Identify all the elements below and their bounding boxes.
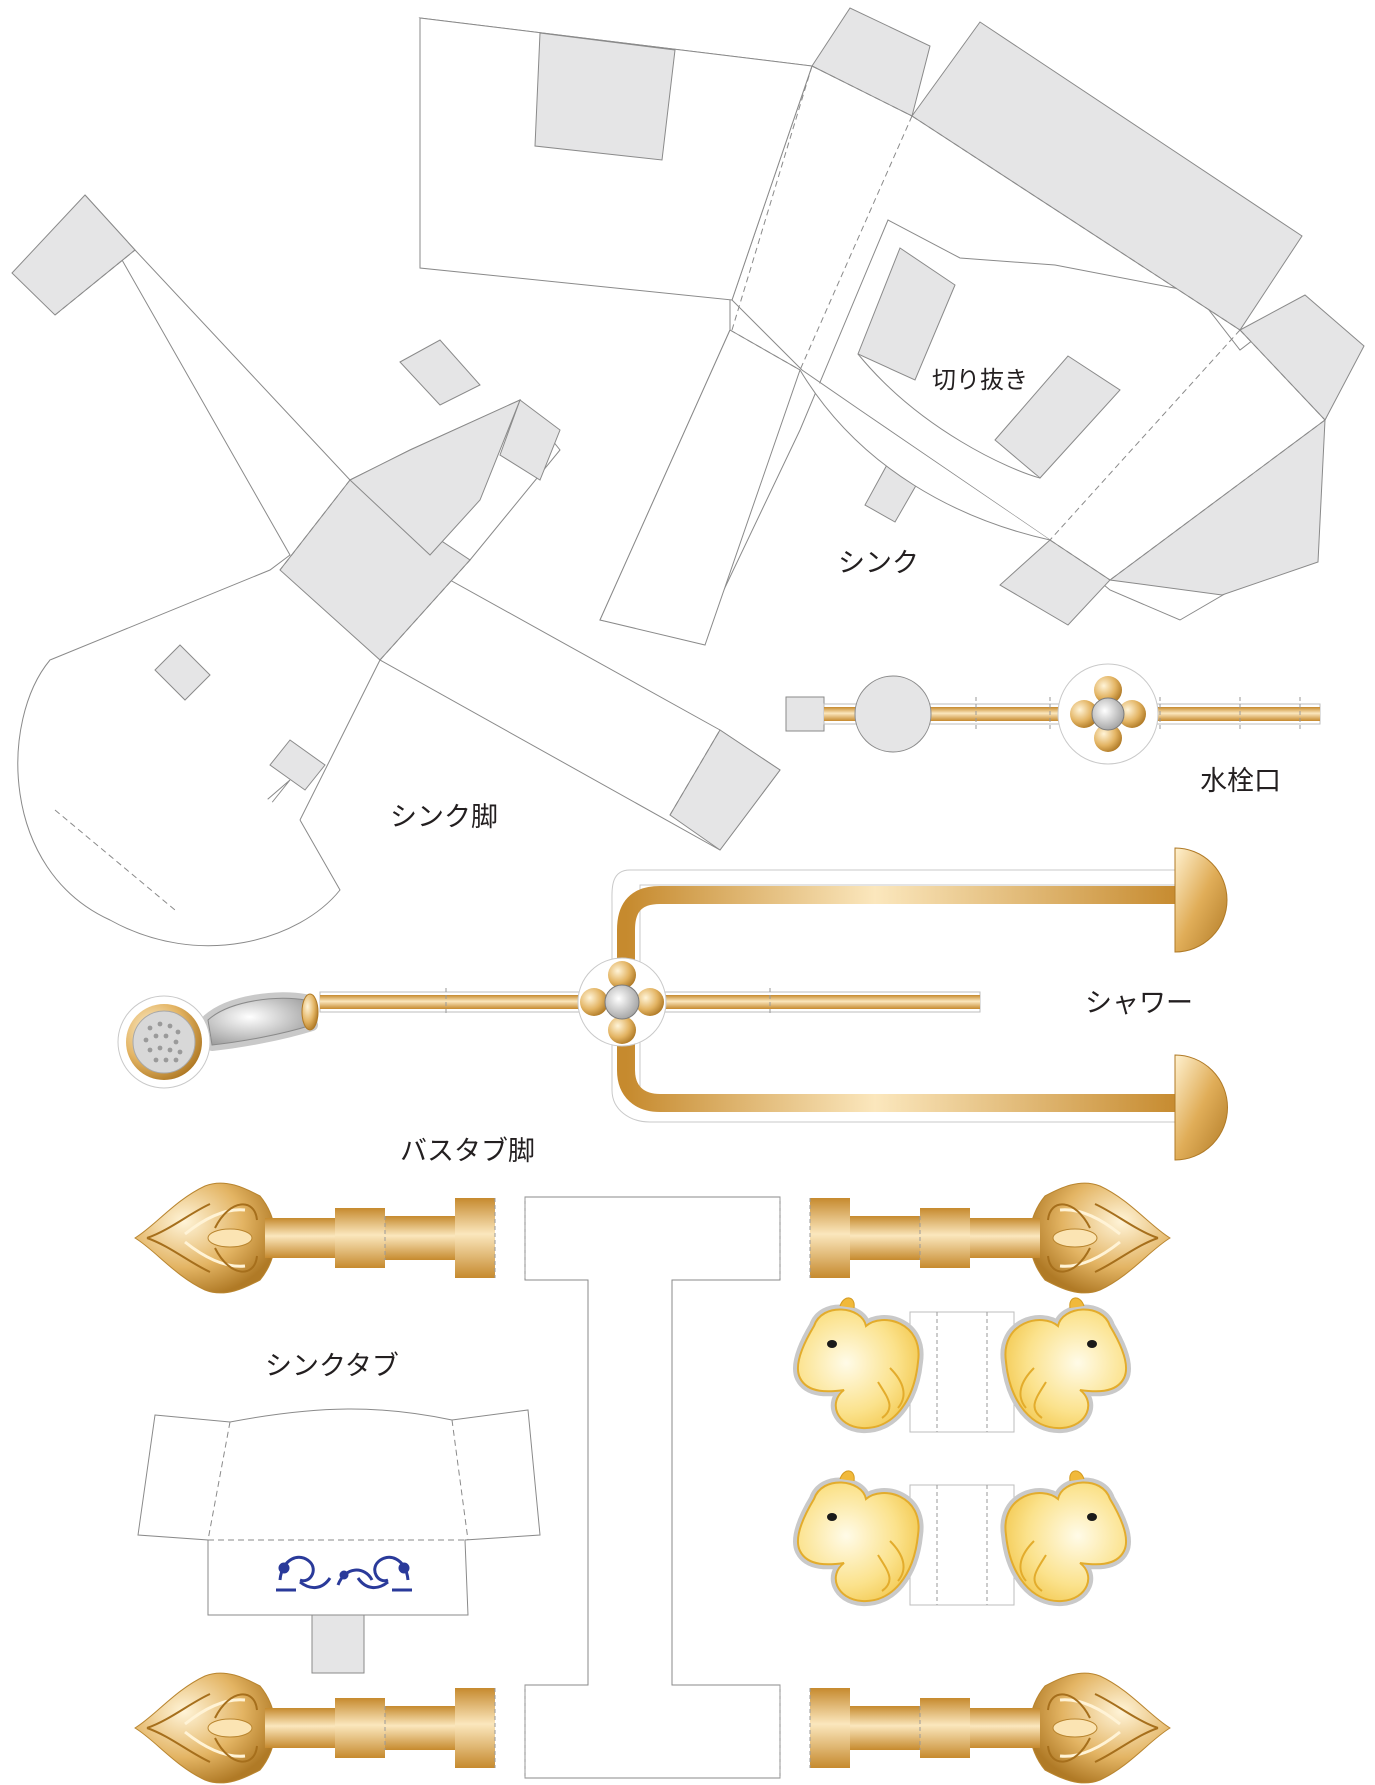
duck-icon <box>798 1298 1126 1432</box>
shower-label: シャワー <box>1085 988 1193 1019</box>
faucet-label: 水栓口 <box>1200 766 1281 797</box>
shower-head-icon <box>117 995 211 1089</box>
sink-label: シンク <box>838 548 919 579</box>
claw-foot-icon <box>133 1671 496 1785</box>
blue-floral-ornament-icon <box>276 1556 412 1592</box>
claw-foot-icon <box>809 1671 1172 1785</box>
faucet-piece: 水栓口 <box>785 663 1321 797</box>
claw-foot-icon <box>133 1181 496 1295</box>
cutout-label: 切り抜き <box>932 366 1028 394</box>
claw-foot-icon <box>809 1181 1172 1295</box>
sink-leg-label: シンク脚 <box>390 802 498 833</box>
bathtub-leg-label: バスタブ脚 <box>400 1136 535 1167</box>
sink-tub-net: シンクタブ <box>137 1351 541 1674</box>
sink-net: 切り抜き シンク <box>418 7 1365 646</box>
bathtub-leg-net: バスタブ脚 <box>133 1136 1172 1785</box>
sink-leg-net: シンク脚 <box>11 194 781 947</box>
shower-piece: シャワー <box>117 847 1228 1161</box>
sink-tub-label: シンクタブ <box>265 1351 399 1382</box>
duck-icon <box>798 1471 1126 1605</box>
